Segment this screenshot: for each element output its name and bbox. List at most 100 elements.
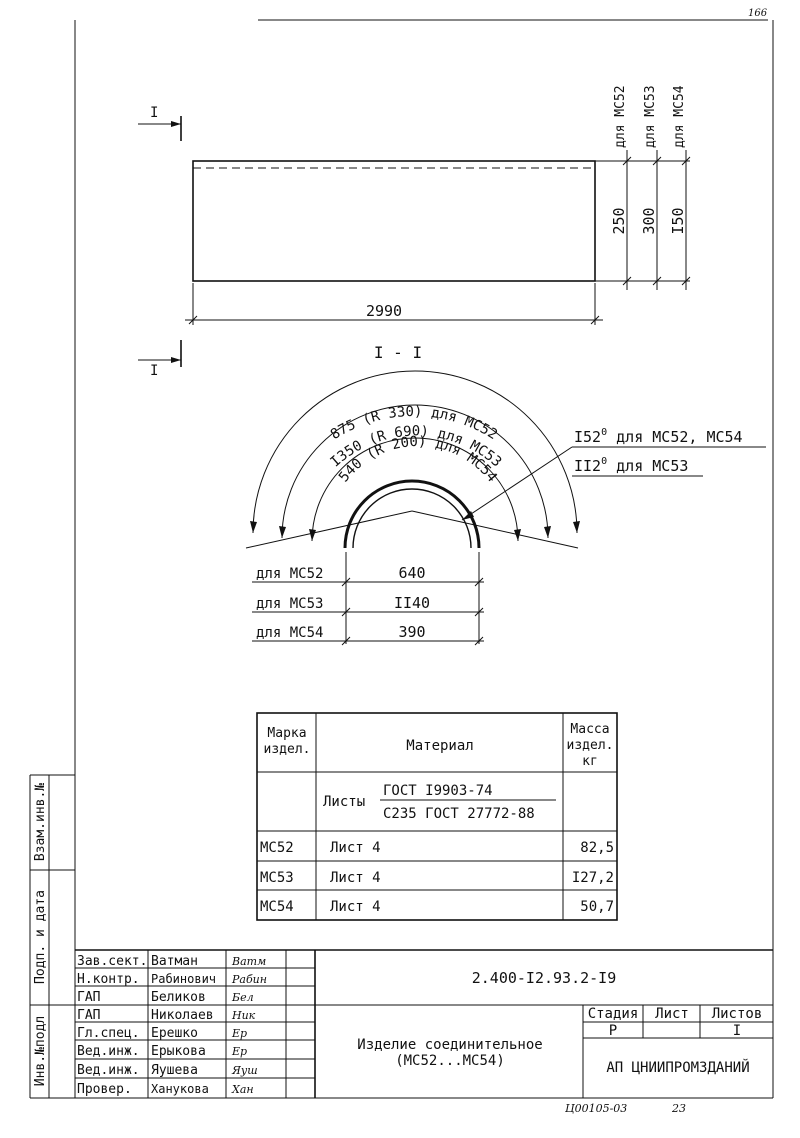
svg-text:Зав.сект.: Зав.сект. (77, 954, 147, 969)
chord-label-mc54: для МС54 (256, 625, 323, 641)
svg-text:ГАП: ГАП (77, 990, 100, 1005)
segment-inner-edge (352, 488, 472, 549)
row-material-mc54: Лист 4 (330, 899, 381, 915)
footer-page: 23 (671, 1102, 686, 1115)
arc-dimension-mc52 (252, 370, 578, 534)
corner-mark: 166 (748, 8, 768, 19)
svg-text:Вед.инж.: Вед.инж. (77, 1063, 140, 1078)
svg-text:Ватман: Ватман (151, 954, 198, 969)
chord-label-mc53: для МС53 (256, 596, 323, 612)
row-material-mc53: Лист 4 (330, 870, 381, 886)
footer-code: Ц00105-03 (565, 1102, 627, 1115)
svg-text:Вед.инж.: Вед.инж. (77, 1044, 140, 1059)
staff-row: Вед.инж. Яушева Яуш (77, 1063, 258, 1078)
row-mass-mc54: 50,7 (580, 899, 614, 915)
chord-value-mc53: II40 (394, 594, 430, 612)
row-mark-mc52: МС52 (260, 840, 294, 856)
head-mass-3: кг (582, 754, 598, 769)
row-mark-mc53: МС53 (260, 870, 294, 886)
length-dimension: 2990 (185, 283, 603, 325)
height-value-mc54: I50 (669, 207, 687, 234)
section-view: I - I 875 (R 330) для МС52 I350 (R 690) … (245, 343, 766, 646)
material-table: Марка издел. Материал Масса издел. кг Ли… (256, 712, 618, 921)
height-dimensions: для МС52 для МС53 для МС54 250 300 I50 (595, 85, 691, 290)
height-mark-mc52: для МС52 (613, 85, 628, 148)
segment-outer-edge (343, 479, 481, 549)
height-value-mc53: 300 (640, 207, 658, 234)
organization: АП ЦНИИПРОМЗДАНИЙ (606, 1058, 749, 1076)
row-mass-mc53: I27,2 (572, 870, 614, 886)
head-mass-1: Масса (570, 722, 609, 737)
head-material: Материал (406, 738, 473, 754)
staff-grid-lines (75, 967, 315, 1079)
inv-orig-label: Инв.№подл (33, 1016, 48, 1086)
row-material-mc52: Лист 4 (330, 840, 381, 856)
svg-text:Яушева: Яушева (151, 1063, 198, 1078)
svg-text:Гл.спец.: Гл.спец. (77, 1026, 140, 1041)
sheets-head: Листов (712, 1006, 763, 1022)
angle-label-mc53: II20 для МС53 (574, 456, 688, 475)
staff-row: Провер. Ханукова Хан (77, 1082, 254, 1097)
row-mark-mc54: МС54 (260, 899, 294, 915)
inv-replace-label: Взам.инв.№ (33, 783, 48, 861)
stage-head: Стадия (588, 1006, 639, 1022)
angle-leader-line (461, 446, 573, 521)
staff-row: Зав.сект. Ватман Ватм (77, 954, 266, 969)
section-marker-top: I (138, 105, 182, 141)
sign-date-label: Подп. и дата (33, 890, 48, 984)
left-strip: Взам.инв.№ Подп. и дата Инв.№подл (29, 774, 75, 1099)
svg-text:Провер.: Провер. (77, 1082, 132, 1097)
svg-text:Николаев: Николаев (151, 1008, 214, 1023)
gost-line-1: ГОСТ I9903-74 (383, 783, 493, 799)
signature-image: Ер (231, 1027, 247, 1040)
signature-image: Ер (231, 1045, 247, 1058)
signature-image: Яуш (231, 1064, 258, 1077)
head-mass-2: издел. (567, 738, 614, 753)
angle-line-right (411, 510, 579, 549)
height-mark-mc54: для МС54 (672, 85, 687, 148)
title-line-2: (МС52...МС54) (395, 1053, 505, 1069)
svg-text:Ерешко: Ерешко (151, 1026, 198, 1041)
length-label: 2990 (366, 302, 402, 320)
sheets-label: Листы (323, 794, 365, 810)
staff-row: ГАП Николаев Ник (77, 1008, 256, 1023)
svg-text:Ерыкова: Ерыкова (151, 1044, 206, 1059)
angle-line-left (245, 510, 413, 549)
stage-value: Р (609, 1023, 617, 1039)
svg-text:Ханукова: Ханукова (151, 1082, 209, 1096)
section-title: I - I (374, 343, 422, 362)
angle-label-mc52-mc54: I520 для МС52, МС54 (574, 427, 743, 446)
sheet-frame (74, 19, 774, 1099)
sheets-total: I (733, 1023, 741, 1039)
staff-row: Вед.инж. Ерыкова Ер (77, 1044, 247, 1059)
document-code: 2.400-I2.93.2-I9 (472, 969, 617, 987)
signature-image: Хан (231, 1083, 254, 1096)
chord-dimensions: для МС52 для МС53 для МС54 640 II40 390 (252, 552, 484, 646)
arc-dimension-mc54 (311, 437, 519, 542)
chord-label-mc52: для МС52 (256, 566, 323, 582)
title-line-1: Изделие соединительное (357, 1037, 542, 1053)
staff-row: Гл.спец. Ерешко Ер (77, 1026, 247, 1041)
signature-image: Ник (231, 1009, 256, 1022)
section-mark-top-label: I (150, 105, 158, 121)
signature-image: Рабин (231, 973, 267, 986)
head-mark-1: Марка (267, 726, 306, 741)
svg-text:ГАП: ГАП (77, 1008, 100, 1023)
height-mark-mc53: для МС53 (643, 85, 658, 148)
plate-outline (192, 160, 596, 282)
chord-value-mc52: 640 (398, 564, 425, 582)
arc-dimension-mc53 (281, 404, 549, 539)
row-mass-mc52: 82,5 (580, 840, 614, 856)
signature-image: Бел (231, 991, 254, 1004)
signature-image: Ватм (231, 955, 266, 968)
gost-line-2: С235 ГОСТ 27772-88 (383, 806, 535, 822)
chord-value-mc54: 390 (398, 623, 425, 641)
section-mark-bottom-label: I (150, 363, 158, 379)
section-marker-bottom: I (138, 340, 182, 379)
svg-text:Н.контр.: Н.контр. (77, 972, 140, 987)
plan-view: I I 2990 (138, 85, 691, 379)
sheet-head: Лист (655, 1006, 689, 1022)
svg-text:Рабинович: Рабинович (151, 972, 216, 986)
svg-text:Беликов: Беликов (151, 990, 206, 1005)
